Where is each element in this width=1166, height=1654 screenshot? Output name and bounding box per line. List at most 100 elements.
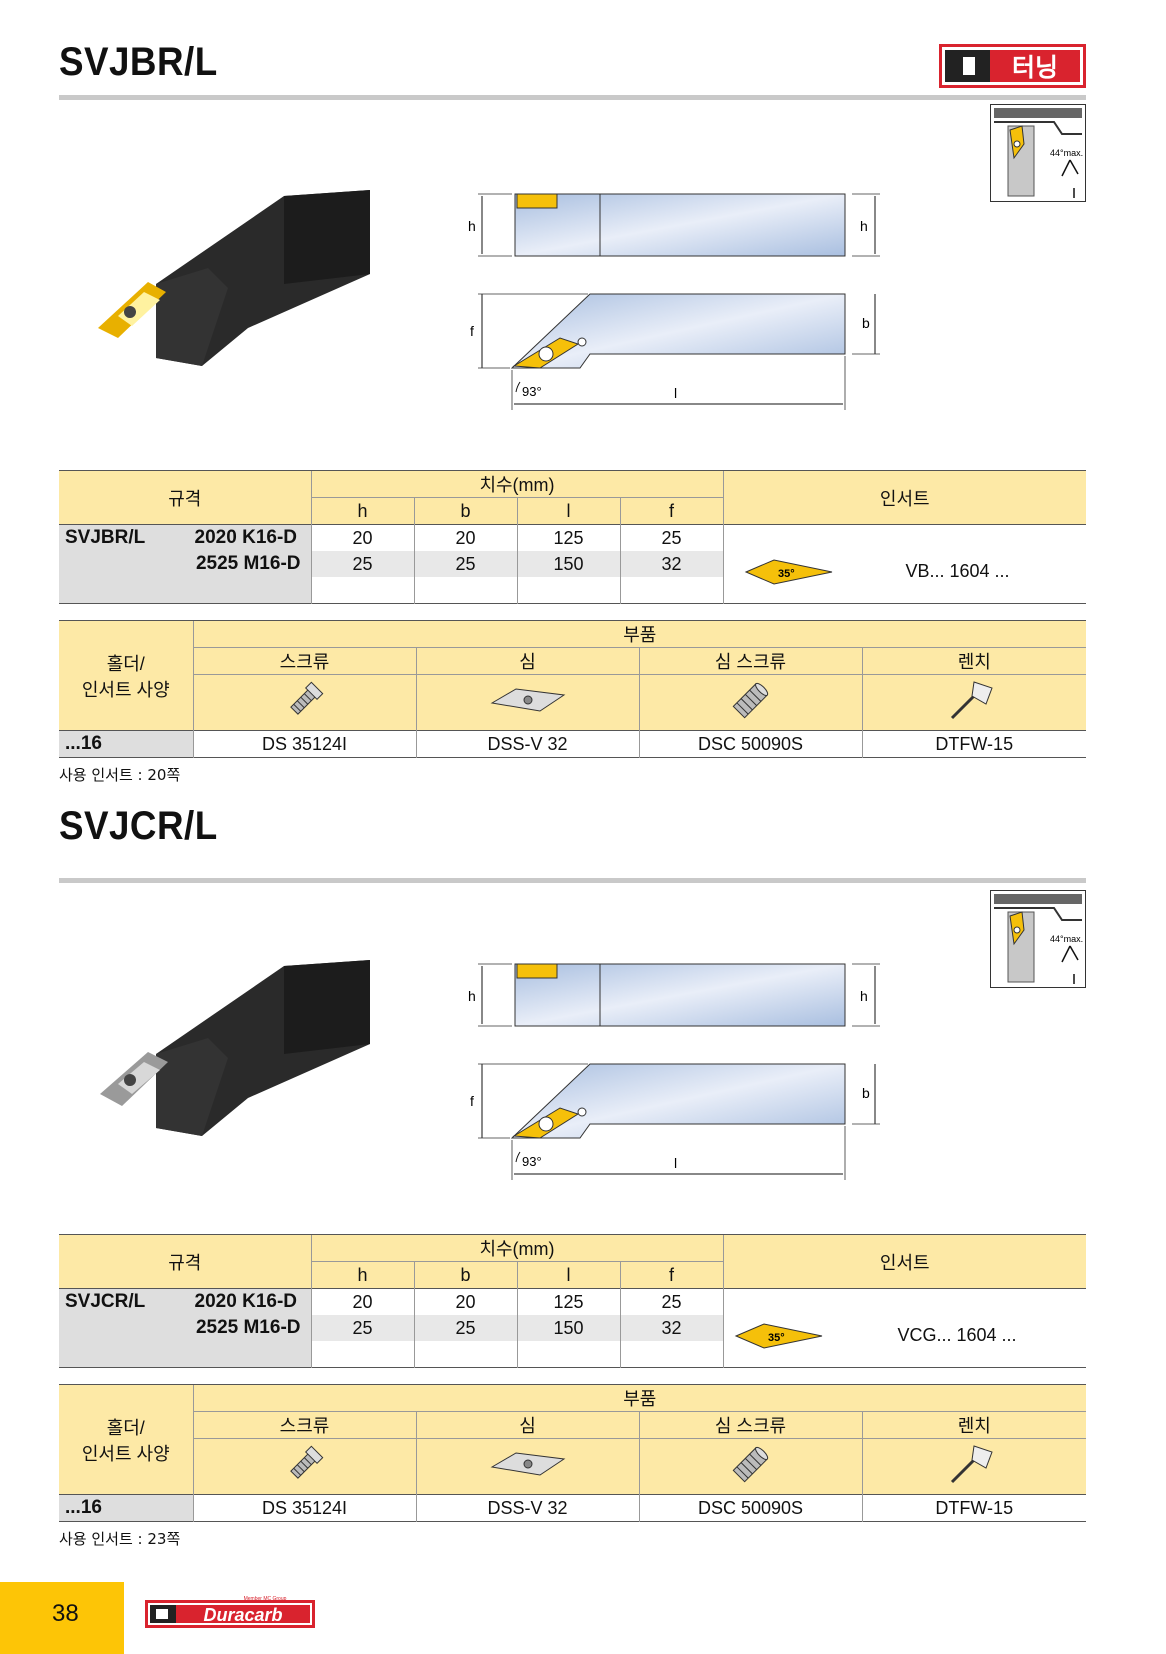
svg-text:35°: 35° <box>768 1332 785 1344</box>
dim-h-left: h <box>468 988 476 1004</box>
spec-cell: 32 <box>619 551 723 577</box>
spec-cell: 32 <box>619 1315 723 1341</box>
header-shim: 심 <box>415 1411 639 1439</box>
spec-cell: 20 <box>310 1288 414 1315</box>
wrench-icon <box>951 681 993 720</box>
spec-cell: 150 <box>516 1315 620 1341</box>
spec-cell: 20 <box>413 524 517 551</box>
header-b: b <box>413 1261 517 1289</box>
parts-shim: DSS-V 32 <box>415 1494 639 1522</box>
dim-b: b <box>862 315 870 331</box>
tool-holder-photo <box>100 960 370 1136</box>
spec-empty <box>310 577 414 604</box>
parts-shim-screw: DSC 50090S <box>638 730 862 758</box>
dim-h-right: h <box>860 218 868 234</box>
header-shim: 심 <box>415 647 639 675</box>
header-screw: 스크류 <box>192 1411 416 1439</box>
insert-note: 사용 인서트 : 20쪽 <box>59 766 181 784</box>
parts-table: 홀더/인서트 사양 부품 스크류 심 심 스크류 렌치 ...16 DS <box>59 620 1086 758</box>
dim-angle: 93° <box>522 384 542 399</box>
mini-angle-label: 44°max. <box>1050 934 1083 944</box>
logo-small-text: Member MC Group <box>244 1596 287 1602</box>
dim-b: b <box>862 1085 870 1101</box>
parts-screw: DS 35124I <box>192 730 416 758</box>
section-title: SVJBR/L <box>59 40 218 84</box>
spec-cell: 125 <box>516 1288 620 1315</box>
shim-screw-cell <box>638 1438 862 1495</box>
shim-cell <box>415 1438 639 1495</box>
page-number-tab <box>0 1582 124 1654</box>
spec-cell: 25 <box>310 551 414 577</box>
header-insert: 인서트 <box>722 1234 1086 1289</box>
dim-f: f <box>470 323 474 339</box>
section-title: SVJCR/L <box>59 804 218 848</box>
shim-icon <box>490 1452 565 1476</box>
dim-h-left: h <box>468 218 476 234</box>
title-rule <box>59 878 1086 883</box>
wrench-icon <box>951 1445 993 1484</box>
header-screw: 스크류 <box>192 647 416 675</box>
header-parts: 부품 <box>192 620 1086 648</box>
insert-cell: 35° VCG... 1604 ... <box>722 1288 1086 1368</box>
wrench-cell <box>861 1438 1086 1495</box>
dim-f: f <box>470 1093 474 1109</box>
spec-row-2-code: 2525 M16-D <box>59 551 311 577</box>
insert-35-icon: 35° <box>734 1323 822 1349</box>
spec-empty <box>413 577 517 604</box>
header-b: b <box>413 497 517 525</box>
parts-wrench: DTFW-15 <box>861 1494 1086 1522</box>
spec-empty <box>59 577 311 604</box>
spec-row-2-code: 2525 M16-D <box>59 1315 311 1341</box>
spec-empty <box>59 1341 311 1368</box>
screw-cell <box>192 1438 416 1495</box>
insert-35-icon: 35° <box>744 559 832 585</box>
spec-cell: 25 <box>310 1315 414 1341</box>
dim-h-right: h <box>860 988 868 1004</box>
parts-size: ...16 <box>59 730 193 758</box>
header-wrench: 렌치 <box>861 1411 1086 1439</box>
spec-cell: 20 <box>310 524 414 551</box>
shim-cell <box>415 674 639 731</box>
header-grade: 규격 <box>59 470 311 525</box>
parts-screw: DS 35124I <box>192 1494 416 1522</box>
application-thumbnail: 44°max. <box>990 104 1086 202</box>
logo-text: Duracarb <box>203 1605 282 1625</box>
spec-cell: 25 <box>619 1288 723 1315</box>
header-grade: 규격 <box>59 1234 311 1289</box>
insert-note: 사용 인서트 : 23쪽 <box>59 1530 181 1548</box>
header-dims: 치수(mm) <box>310 1234 723 1262</box>
insert-code: VCG... 1604 ... <box>897 1325 1017 1345</box>
header-l: l <box>516 1261 620 1289</box>
parts-size: ...16 <box>59 1494 193 1522</box>
header-shim-screw: 심 스크류 <box>638 647 862 675</box>
svg-text:35°: 35° <box>778 568 795 580</box>
header-shim-screw: 심 스크류 <box>638 1411 862 1439</box>
mini-angle-label: 44°max. <box>1050 148 1083 158</box>
spec-cell: 150 <box>516 551 620 577</box>
parts-shim: DSS-V 32 <box>415 730 639 758</box>
header-dims: 치수(mm) <box>310 470 723 498</box>
insert-code: VB... 1604 ... <box>905 561 1010 581</box>
spec-empty <box>413 1341 517 1368</box>
screw-cell <box>192 674 416 731</box>
header-wrench: 렌치 <box>861 647 1086 675</box>
spec-cell: 25 <box>413 1315 517 1341</box>
technical-drawing: h h f b l 93° <box>468 963 880 1180</box>
parts-shim-screw: DSC 50090S <box>638 1494 862 1522</box>
header-h: h <box>310 1261 414 1289</box>
technical-drawing: h h f b l 93° <box>468 193 880 410</box>
title-rule <box>59 95 1086 100</box>
spec-cell: 20 <box>413 1288 517 1315</box>
spec-cell: 25 <box>619 524 723 551</box>
header-holder: 홀더/인서트 사양 <box>59 620 193 731</box>
insert-cell: 35° VB... 1604 ... <box>722 524 1086 604</box>
dim-l: l <box>674 385 677 401</box>
shim-icon <box>490 688 565 712</box>
wrench-cell <box>861 674 1086 731</box>
parts-table: 홀더/인서트 사양 부품 스크류 심 심 스크류 렌치 ...16 DS <box>59 1384 1086 1522</box>
brand-text: 터닝 <box>1012 53 1058 82</box>
